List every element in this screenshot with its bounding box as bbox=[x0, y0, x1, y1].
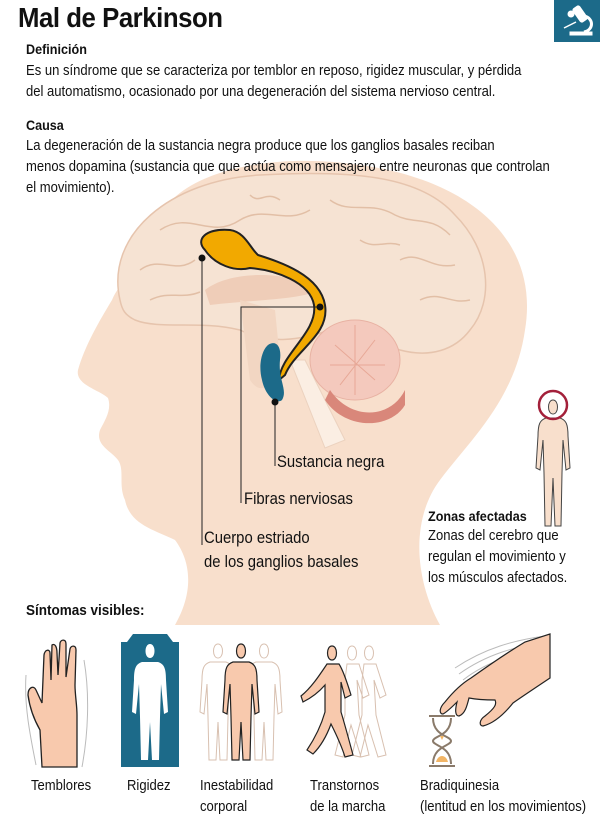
brain-shape bbox=[117, 172, 487, 354]
affected-zones-line-1: Zonas del cerebro que bbox=[428, 528, 559, 544]
definition-line-1: Es un síndrome que se caracteriza por te… bbox=[26, 63, 522, 79]
label-substantia-nigra: Sustancia negra bbox=[277, 453, 385, 471]
definition-line-2: del automatismo, ocasionado por una dege… bbox=[26, 84, 496, 100]
symptom-label-marcha-2: de la marcha bbox=[310, 799, 386, 815]
walking-figure-icon bbox=[297, 640, 397, 765]
microscope-icon bbox=[554, 0, 600, 42]
symptoms-heading: Síntomas visibles: bbox=[26, 602, 145, 619]
cause-line-3: el movimiento). bbox=[26, 180, 115, 196]
symptom-label-bradiquinesia-1: Bradiquinesia bbox=[420, 778, 500, 794]
symptom-label-rigidez: Rigidez bbox=[127, 778, 171, 794]
label-striatum-1: Cuerpo estriado bbox=[204, 529, 310, 547]
rigid-body-icon bbox=[121, 632, 179, 767]
symptom-label-inestabilidad-1: Inestabilidad bbox=[200, 778, 274, 794]
cause-heading: Causa bbox=[26, 117, 64, 133]
unstable-body-icon bbox=[196, 636, 286, 771]
dopamine-pathway bbox=[200, 228, 327, 383]
trembling-hand-icon bbox=[22, 635, 92, 770]
label-nerve-fibers: Fibras nerviosas bbox=[244, 490, 353, 508]
symptom-label-inestabilidad-2: corporal bbox=[200, 799, 248, 815]
cause-line-2: menos dopamina (sustancia que que actúa … bbox=[26, 159, 550, 175]
hourglass bbox=[429, 715, 455, 767]
symptom-label-temblores: Temblores bbox=[31, 778, 92, 794]
symptom-label-marcha-1: Transtornos bbox=[310, 778, 380, 794]
cause-line-1: La degeneración de la sustancia negra pr… bbox=[26, 138, 495, 154]
page-title: Mal de Parkinson bbox=[18, 2, 223, 33]
affected-zones-body-icon bbox=[528, 388, 578, 533]
affected-zones-line-2: regulan el movimiento y bbox=[428, 549, 566, 565]
definition-heading: Definición bbox=[26, 41, 87, 57]
affected-zones-heading: Zonas afectadas bbox=[428, 508, 527, 524]
affected-zones-line-3: los músculos afectados. bbox=[428, 570, 568, 586]
substantia-nigra-shape bbox=[260, 343, 284, 402]
label-striatum-2: de los ganglios basales bbox=[204, 553, 359, 571]
symptom-label-bradiquinesia-2: (lentitud en los movimientos) bbox=[420, 799, 587, 815]
slow-hand-hourglass-icon bbox=[425, 628, 555, 768]
